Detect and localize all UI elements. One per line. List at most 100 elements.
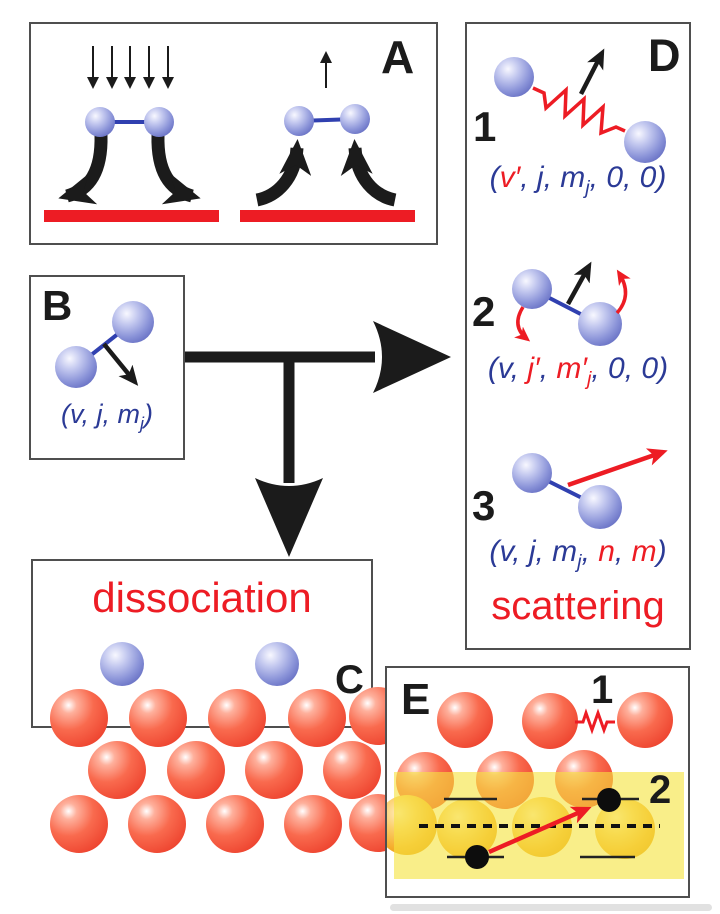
- panel-e-graphics: [387, 692, 684, 879]
- atom-sphere: [55, 346, 97, 388]
- surface-atom: [288, 689, 346, 747]
- dissociation-title: dissociation: [92, 574, 312, 621]
- velocity-arrow: [566, 261, 592, 306]
- surface-atom: [167, 741, 225, 799]
- phonon-spring-icon: [575, 708, 615, 735]
- panel-d-scattering-channels: D 1 (v′, j, mj, 0, 0) 2 (v, j′, m′j, 0, …: [465, 22, 691, 650]
- surface-atom: [284, 795, 342, 853]
- channel-3-number: 3: [472, 482, 496, 529]
- state-segment: m: [631, 535, 657, 568]
- state-segment: (v,: [487, 352, 528, 385]
- atom-sphere: [112, 301, 154, 343]
- atom-sphere: [512, 453, 552, 493]
- surface-atom-field: [50, 687, 407, 853]
- panel-b-graphics: [55, 301, 154, 388]
- surface-bar-left: [44, 210, 219, 222]
- surface-bar-right: [240, 210, 415, 222]
- electron-dot: [465, 845, 489, 869]
- scan-artifact: [390, 904, 712, 911]
- atom-sphere: [284, 106, 314, 136]
- state-segment: (v, j, m: [489, 535, 578, 568]
- channel-2-number: 2: [472, 288, 496, 335]
- velocity-arrow: [102, 342, 139, 386]
- surface-atom: [128, 795, 186, 853]
- surface-row-1: [50, 687, 407, 747]
- state-segment: (v, j, m: [61, 399, 140, 429]
- molecule-right: [284, 104, 370, 136]
- atom-sphere: [512, 269, 552, 309]
- surface-atom: [323, 741, 381, 799]
- desorption-curved-arrows: [255, 139, 397, 207]
- top-surface-row: [437, 692, 673, 749]
- panel-a-graphics: [44, 46, 415, 222]
- panel-d-label: D: [648, 30, 681, 81]
- state-segment: ): [143, 399, 153, 429]
- channel-3-diffraction: [512, 448, 668, 529]
- flow-arrowhead-right: [373, 321, 451, 393]
- panel-a-adsorption-desorption: A: [29, 22, 438, 245]
- atom-sphere: [624, 121, 666, 163]
- state-segment: , 0, 0): [589, 161, 667, 194]
- state-segment: j: [577, 551, 582, 573]
- rotation-arrow: [514, 306, 531, 342]
- electron-excitation-arrow: [488, 806, 592, 855]
- state-segment: , j, m: [520, 161, 586, 194]
- atom-sphere: [340, 104, 370, 134]
- channel-1-vibration: [494, 48, 666, 163]
- surface-atom: [617, 692, 673, 748]
- state-segment: m′: [556, 352, 587, 385]
- state-segment: j: [140, 413, 144, 434]
- channel-1-state-label: (v′, j, mj, 0, 0): [467, 161, 689, 198]
- atom-sphere: [578, 485, 622, 529]
- surface-atom: [50, 689, 108, 747]
- channel-2-rotation: [512, 261, 631, 346]
- incident-flux-arrows: [87, 46, 174, 89]
- ehp-channel-number: 2: [649, 768, 672, 812]
- state-segment: ,: [581, 535, 599, 568]
- state-segment: , 0, 0): [591, 352, 669, 385]
- surface-row-3: [50, 794, 407, 853]
- vibration-spring-icon: [532, 85, 626, 136]
- channel-1-number: 1: [473, 103, 497, 150]
- atom-sphere: [85, 107, 115, 137]
- atom-sphere: [144, 107, 174, 137]
- state-segment: ): [656, 535, 667, 568]
- rotation-arrow: [615, 269, 631, 315]
- state-segment: j: [585, 177, 590, 199]
- state-segment: ,: [614, 535, 632, 568]
- state-segment: j: [586, 368, 592, 390]
- channel-3-state-label: (v, j, mj, n, m): [467, 535, 689, 572]
- molecule-left: [85, 107, 174, 137]
- state-segment: j′: [527, 352, 540, 385]
- surface-atom: [208, 689, 266, 747]
- panel-c-label: C: [335, 658, 364, 702]
- incident-state-label: (v, j, mj): [31, 399, 183, 433]
- panel-e-label: E: [401, 675, 431, 724]
- flow-arrows: [185, 321, 451, 557]
- atom-sphere: [494, 57, 534, 97]
- dissociated-atom: [255, 642, 299, 686]
- state-segment: ,: [539, 352, 557, 385]
- channel-2-state-label: (v, j′, m′j, 0, 0): [467, 352, 689, 389]
- surface-atom: [88, 741, 146, 799]
- atom-sphere: [578, 302, 622, 346]
- surface-atom: [50, 795, 108, 853]
- state-segment: (: [489, 161, 500, 194]
- velocity-arrow: [578, 48, 605, 96]
- panel-b-label: B: [42, 282, 73, 329]
- electron-dot: [597, 788, 621, 812]
- surface-atom: [437, 692, 493, 748]
- diffraction-arrow: [567, 448, 668, 488]
- dissociated-atom: [100, 642, 144, 686]
- surface-atom: [129, 689, 187, 747]
- panel-b-incident-molecule: B (v, j, mj): [29, 275, 185, 460]
- surface-atom: [522, 693, 578, 749]
- panel-d-graphics: [494, 48, 668, 529]
- panel-a-label: A: [381, 31, 415, 83]
- panel-e-surface-excitations: E 1 2: [385, 666, 690, 898]
- surface-row-2: [88, 741, 381, 799]
- state-segment: n: [598, 535, 615, 568]
- flow-arrowhead-down: [255, 478, 323, 557]
- state-segment: v′: [499, 161, 521, 194]
